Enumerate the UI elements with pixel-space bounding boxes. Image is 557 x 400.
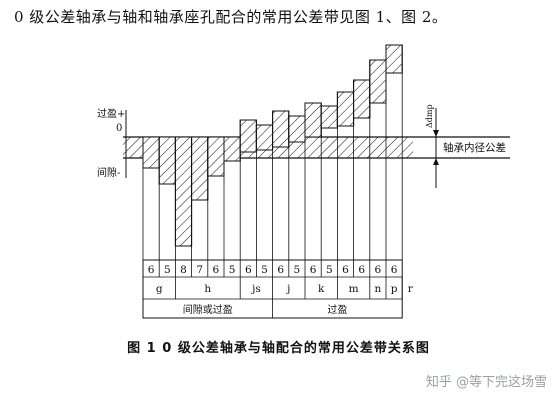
- grade-label: 6: [310, 264, 317, 276]
- tolerance-zone-bar: [369, 59, 387, 104]
- grade-label: 8: [180, 264, 187, 276]
- arrow-down-icon: [433, 130, 439, 137]
- grade-label: 5: [326, 264, 333, 276]
- label-zero: 0: [116, 123, 122, 134]
- tolerance-zone-bar: [191, 136, 209, 201]
- grade-label: 6: [148, 264, 155, 276]
- tolerance-zone-bar: [239, 119, 257, 153]
- tolerance-zone-bar: [272, 110, 290, 148]
- tolerance-zone-bar: [385, 44, 403, 74]
- fit-label: r: [408, 283, 414, 295]
- grade-label: 6: [358, 264, 365, 276]
- arrow-up-icon: [433, 158, 439, 165]
- grade-label: 6: [277, 264, 284, 276]
- label-bearing-tolerance: 轴承内径公差: [443, 141, 506, 154]
- grade-label: 7: [196, 264, 203, 276]
- grade-label: 5: [294, 264, 301, 276]
- tolerance-zone-bar: [288, 115, 306, 143]
- fit-label: js: [250, 283, 261, 295]
- grade-label: 6: [245, 264, 252, 276]
- tolerance-zone-bar: [207, 136, 225, 177]
- watermark: 知乎 @等下完这场雪: [425, 375, 547, 390]
- tolerance-zone-bar: [304, 102, 322, 138]
- grade-label: 5: [229, 264, 236, 276]
- tolerance-zone-bar: [223, 136, 241, 162]
- figure-caption: 图 1 0 级公差轴承与轴配合的常用公差带关系图: [127, 341, 430, 356]
- grade-label: 5: [261, 264, 268, 276]
- fit-label: h: [204, 283, 211, 295]
- fit-type-label: 过盈: [327, 303, 347, 316]
- label-delta: Δdmp: [425, 104, 434, 128]
- tolerance-zone-bar: [320, 105, 338, 129]
- fit-label: g: [156, 283, 163, 295]
- tolerance-zone-bar: [255, 124, 274, 151]
- fit-label: j: [285, 283, 290, 295]
- grade-label: 6: [375, 264, 382, 276]
- grade-label: 6: [213, 264, 220, 276]
- label-clearance-minus: 间隙-: [97, 166, 120, 179]
- tolerance-zone-bar: [142, 136, 160, 169]
- fit-label: m: [349, 283, 359, 295]
- tolerance-zone-bar: [336, 91, 355, 127]
- intro-text: 0 级公差轴承与轴和轴承座孔配合的常用公差带见图 1、图 2。: [14, 8, 448, 26]
- grade-label: 6: [342, 264, 349, 276]
- grade-label: 6: [391, 264, 398, 276]
- fit-label: p: [391, 283, 398, 295]
- fit-label: n: [375, 283, 382, 295]
- tolerance-zone-bar: [174, 136, 193, 247]
- fit-type-label: 间隙或过盈: [183, 303, 233, 316]
- tolerance-zone-bar: [158, 136, 176, 185]
- fit-label: k: [318, 283, 325, 295]
- label-interference-plus: 过盈+: [97, 107, 125, 120]
- grade-label: 5: [164, 264, 171, 276]
- tolerance-zone-bar: [353, 79, 371, 119]
